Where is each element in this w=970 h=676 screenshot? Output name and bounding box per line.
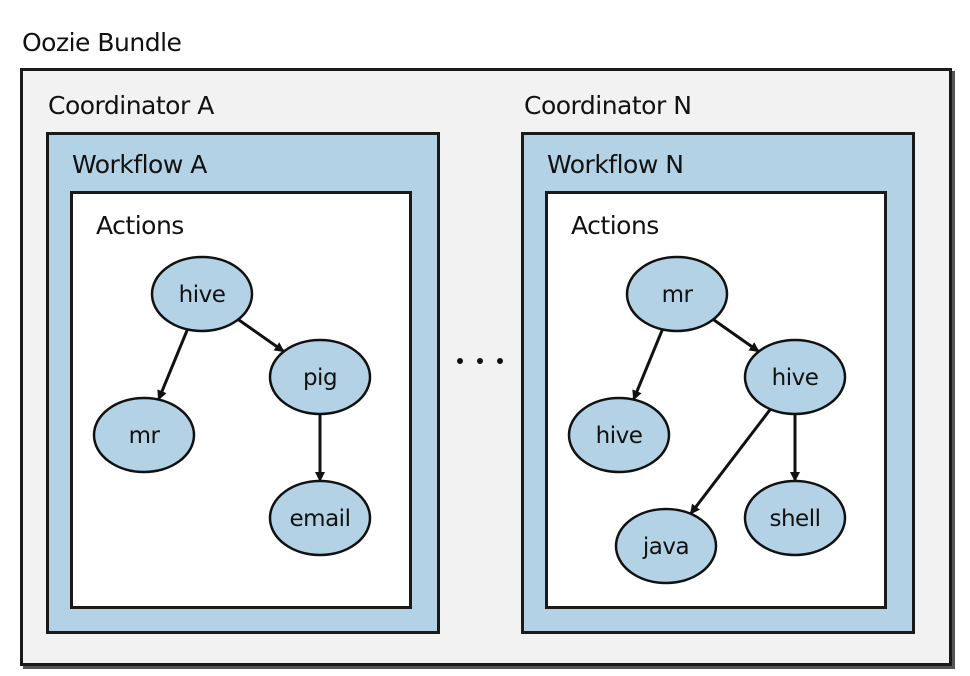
- edge-arrow-n-mr-to-n-hive2: [712, 318, 760, 353]
- action-node-ellipse: [614, 507, 718, 585]
- action-node-ellipse: [625, 255, 729, 333]
- action-node-a-mr: mr: [92, 396, 196, 474]
- edges-layer: [157, 318, 800, 515]
- action-node-label: mr: [662, 282, 694, 308]
- edge-arrow-n-hive2-to-n-java: [689, 408, 772, 515]
- action-node-a-pig: pig: [268, 338, 372, 416]
- action-node-ellipse: [743, 338, 847, 416]
- workflow-a-title: Workflow A: [72, 150, 207, 179]
- action-node-ellipse: [268, 479, 372, 557]
- action-node-ellipse: [743, 479, 847, 557]
- ellipsis-dot: [497, 358, 503, 364]
- action-node-label: pig: [303, 365, 337, 391]
- action-node-label: java: [642, 534, 689, 560]
- action-node-n-java: java: [614, 507, 718, 585]
- action-node-ellipse: [92, 396, 196, 474]
- edge-arrow-n-mr-to-n-hive1: [632, 328, 664, 401]
- action-node-label: email: [290, 506, 351, 532]
- ellipsis-dot: [457, 358, 463, 364]
- coordinator-a-title: Coordinator A: [48, 91, 214, 120]
- action-node-label: mr: [129, 423, 161, 449]
- edge-arrow-a-hive-to-a-pig: [237, 318, 285, 353]
- action-node-label: hive: [596, 423, 643, 449]
- action-node-a-email: email: [268, 479, 372, 557]
- actions-a-title: Actions: [96, 211, 184, 240]
- action-node-label: hive: [772, 365, 819, 391]
- action-node-a-hive: hive: [150, 255, 254, 333]
- workflow-n-title: Workflow N: [547, 150, 684, 179]
- ellipsis-dot: [477, 358, 483, 364]
- actions-n-title: Actions: [571, 211, 659, 240]
- action-node-ellipse: [567, 396, 671, 474]
- edge-arrow-a-hive-to-a-mr: [157, 328, 189, 401]
- action-node-n-shell: shell: [743, 479, 847, 557]
- action-node-n-mr: mr: [625, 255, 729, 333]
- action-node-n-hive1: hive: [567, 396, 671, 474]
- action-node-ellipse: [150, 255, 254, 333]
- action-node-ellipse: [268, 338, 372, 416]
- action-node-n-hive2: hive: [743, 338, 847, 416]
- action-node-label: shell: [770, 506, 821, 532]
- coordinator-n-title: Coordinator N: [524, 91, 692, 120]
- action-node-label: hive: [179, 282, 226, 308]
- bundle-title: Oozie Bundle: [22, 28, 182, 57]
- nodes-layer: hive pig mr email mr hive hive java shell: [92, 255, 847, 585]
